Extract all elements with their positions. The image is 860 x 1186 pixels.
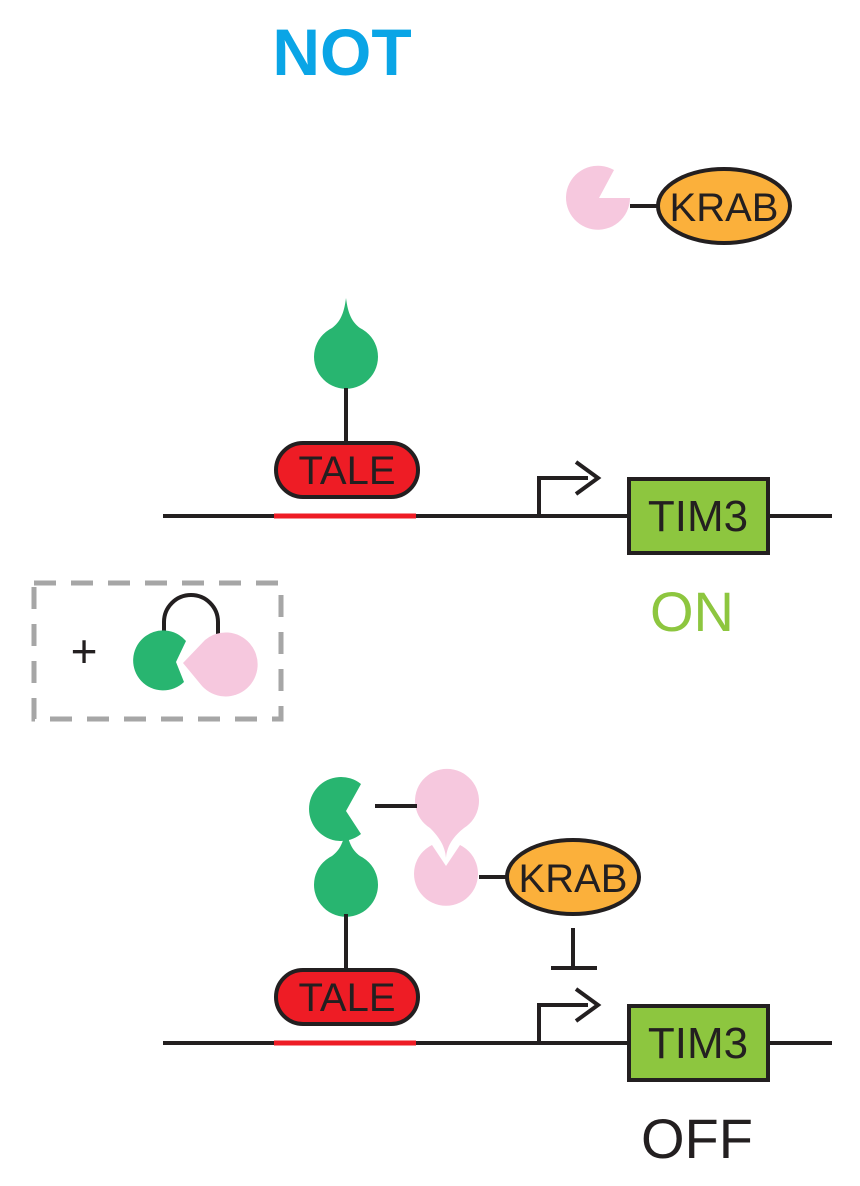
tim3-gene-box-lower — [627, 1004, 770, 1082]
promoter-arrowhead — [574, 460, 602, 496]
tim3-label: TIM3 — [648, 492, 748, 541]
tale-label: TALE — [298, 449, 395, 493]
off-status: OFF — [641, 1107, 753, 1170]
diagram-title: NOT — [272, 15, 411, 89]
promoter-arrow-icon-lower — [537, 1003, 588, 1043]
tale-label-lower: TALE — [298, 976, 395, 1020]
off-state-construct: KRAB TALE TIM3 OFF — [163, 768, 832, 1170]
dimer-linker — [162, 593, 220, 640]
tim3-label-lower: TIM3 — [648, 1019, 748, 1068]
pink-pacman-icon — [566, 165, 630, 230]
on-status: ON — [650, 580, 734, 643]
pink-pacman-lower — [414, 845, 478, 906]
tim3-gene-box — [627, 477, 770, 555]
tale-box-lower — [274, 968, 420, 1026]
pink-teardrop-icon — [183, 632, 258, 697]
plus-sign: + — [71, 625, 98, 677]
on-state-construct: TALE TIM3 ON — [163, 298, 832, 643]
promoter-arrowhead-lower — [574, 987, 602, 1023]
krab-ellipse-bound — [505, 838, 641, 916]
green-pacman-icon — [133, 630, 186, 691]
free-krab-repressor: KRAB — [566, 165, 792, 245]
krab-label-bound: KRAB — [519, 857, 628, 901]
green-teardrop-lower — [314, 826, 378, 917]
inducer-box: + — [31, 580, 284, 722]
promoter-arrow-icon — [537, 476, 588, 516]
dashed-border — [31, 580, 284, 722]
krab-label: KRAB — [670, 186, 779, 230]
krab-ellipse — [656, 167, 792, 245]
pink-teardrop-upper — [415, 768, 479, 858]
green-teardrop-icon — [314, 298, 378, 389]
tale-box — [274, 441, 420, 499]
green-pacman-upper — [309, 777, 361, 841]
